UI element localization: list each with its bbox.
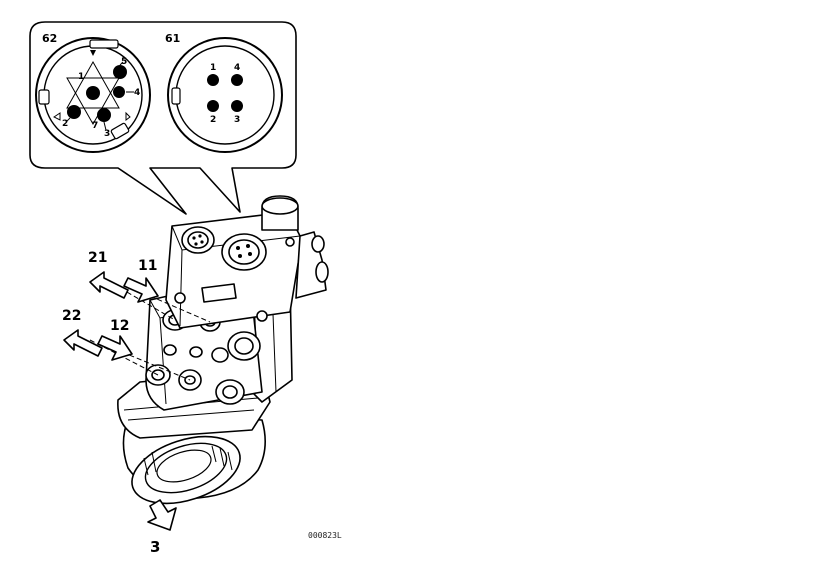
port-21-arrow: 21 bbox=[88, 250, 129, 299]
port-11-arrow: 11 bbox=[123, 258, 159, 303]
valve-body bbox=[117, 195, 329, 505]
pin-61-2-label: 2 bbox=[210, 115, 216, 125]
pin-62-7-label: 7 bbox=[92, 121, 98, 131]
port-3-label: 3 bbox=[150, 538, 160, 556]
pin-61-2 bbox=[207, 100, 219, 112]
pin-61-1-label: 1 bbox=[210, 63, 216, 73]
port-11-label: 11 bbox=[138, 258, 157, 274]
connector-61: 61 1 4 2 3 bbox=[165, 32, 283, 153]
pin-62-3-label: 3 bbox=[104, 129, 110, 139]
connector-62-label: 62 bbox=[42, 32, 57, 45]
figure-ref: 000823L bbox=[308, 531, 342, 540]
port-12-arrow: 12 bbox=[97, 318, 133, 361]
connector-61-label: 61 bbox=[165, 32, 180, 45]
pin-61-4-label: 4 bbox=[234, 63, 240, 73]
pin-61-3-label: 3 bbox=[234, 115, 240, 125]
port-3-arrow: 3 bbox=[147, 499, 177, 556]
pin-61-3 bbox=[231, 100, 243, 112]
pin-62-3 bbox=[97, 108, 111, 122]
pin-62-5-label: 5 bbox=[121, 57, 127, 67]
pin-62-4 bbox=[113, 86, 125, 98]
pin-62-1-label: 1 bbox=[78, 72, 84, 82]
pin-62-2 bbox=[67, 105, 81, 119]
pin-62-5 bbox=[113, 65, 127, 79]
pin-62-2-label: 2 bbox=[62, 119, 68, 129]
pin-62-4-label: 4 bbox=[134, 88, 140, 98]
port-12-label: 12 bbox=[110, 318, 129, 334]
pin-61-4 bbox=[231, 74, 243, 86]
port-22-label: 22 bbox=[62, 308, 81, 324]
pin-61-1 bbox=[207, 74, 219, 86]
connector-62: 62 1 2 3 4 5 7 bbox=[35, 32, 151, 153]
port-22-arrow: 22 bbox=[62, 308, 103, 357]
port-21-label: 21 bbox=[88, 250, 107, 266]
pin-62-1 bbox=[86, 86, 100, 100]
